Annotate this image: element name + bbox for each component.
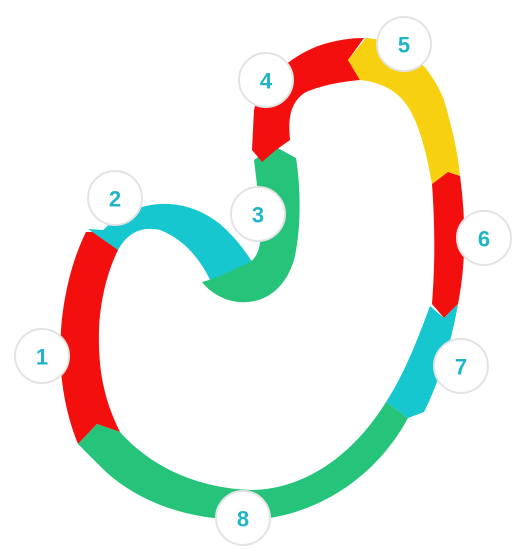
step-label-2: 2 — [109, 187, 121, 212]
step-label-3: 3 — [252, 203, 264, 228]
step-label-4: 4 — [260, 69, 273, 94]
step-badge-8: 8 — [216, 491, 270, 545]
step-label-8: 8 — [237, 507, 249, 532]
step-badge-1: 1 — [15, 329, 69, 383]
step-badge-6: 6 — [457, 211, 511, 265]
step-badge-2: 2 — [88, 171, 142, 225]
step-badge-4: 4 — [239, 53, 293, 107]
step-label-5: 5 — [398, 33, 410, 58]
segment-1 — [60, 232, 120, 444]
step-label-1: 1 — [36, 345, 48, 370]
step-label-7: 7 — [455, 355, 467, 380]
step-badge-7: 7 — [434, 339, 488, 393]
step-badge-3: 3 — [231, 187, 285, 241]
step-badge-5: 5 — [377, 17, 431, 71]
step-label-6: 6 — [478, 227, 490, 252]
